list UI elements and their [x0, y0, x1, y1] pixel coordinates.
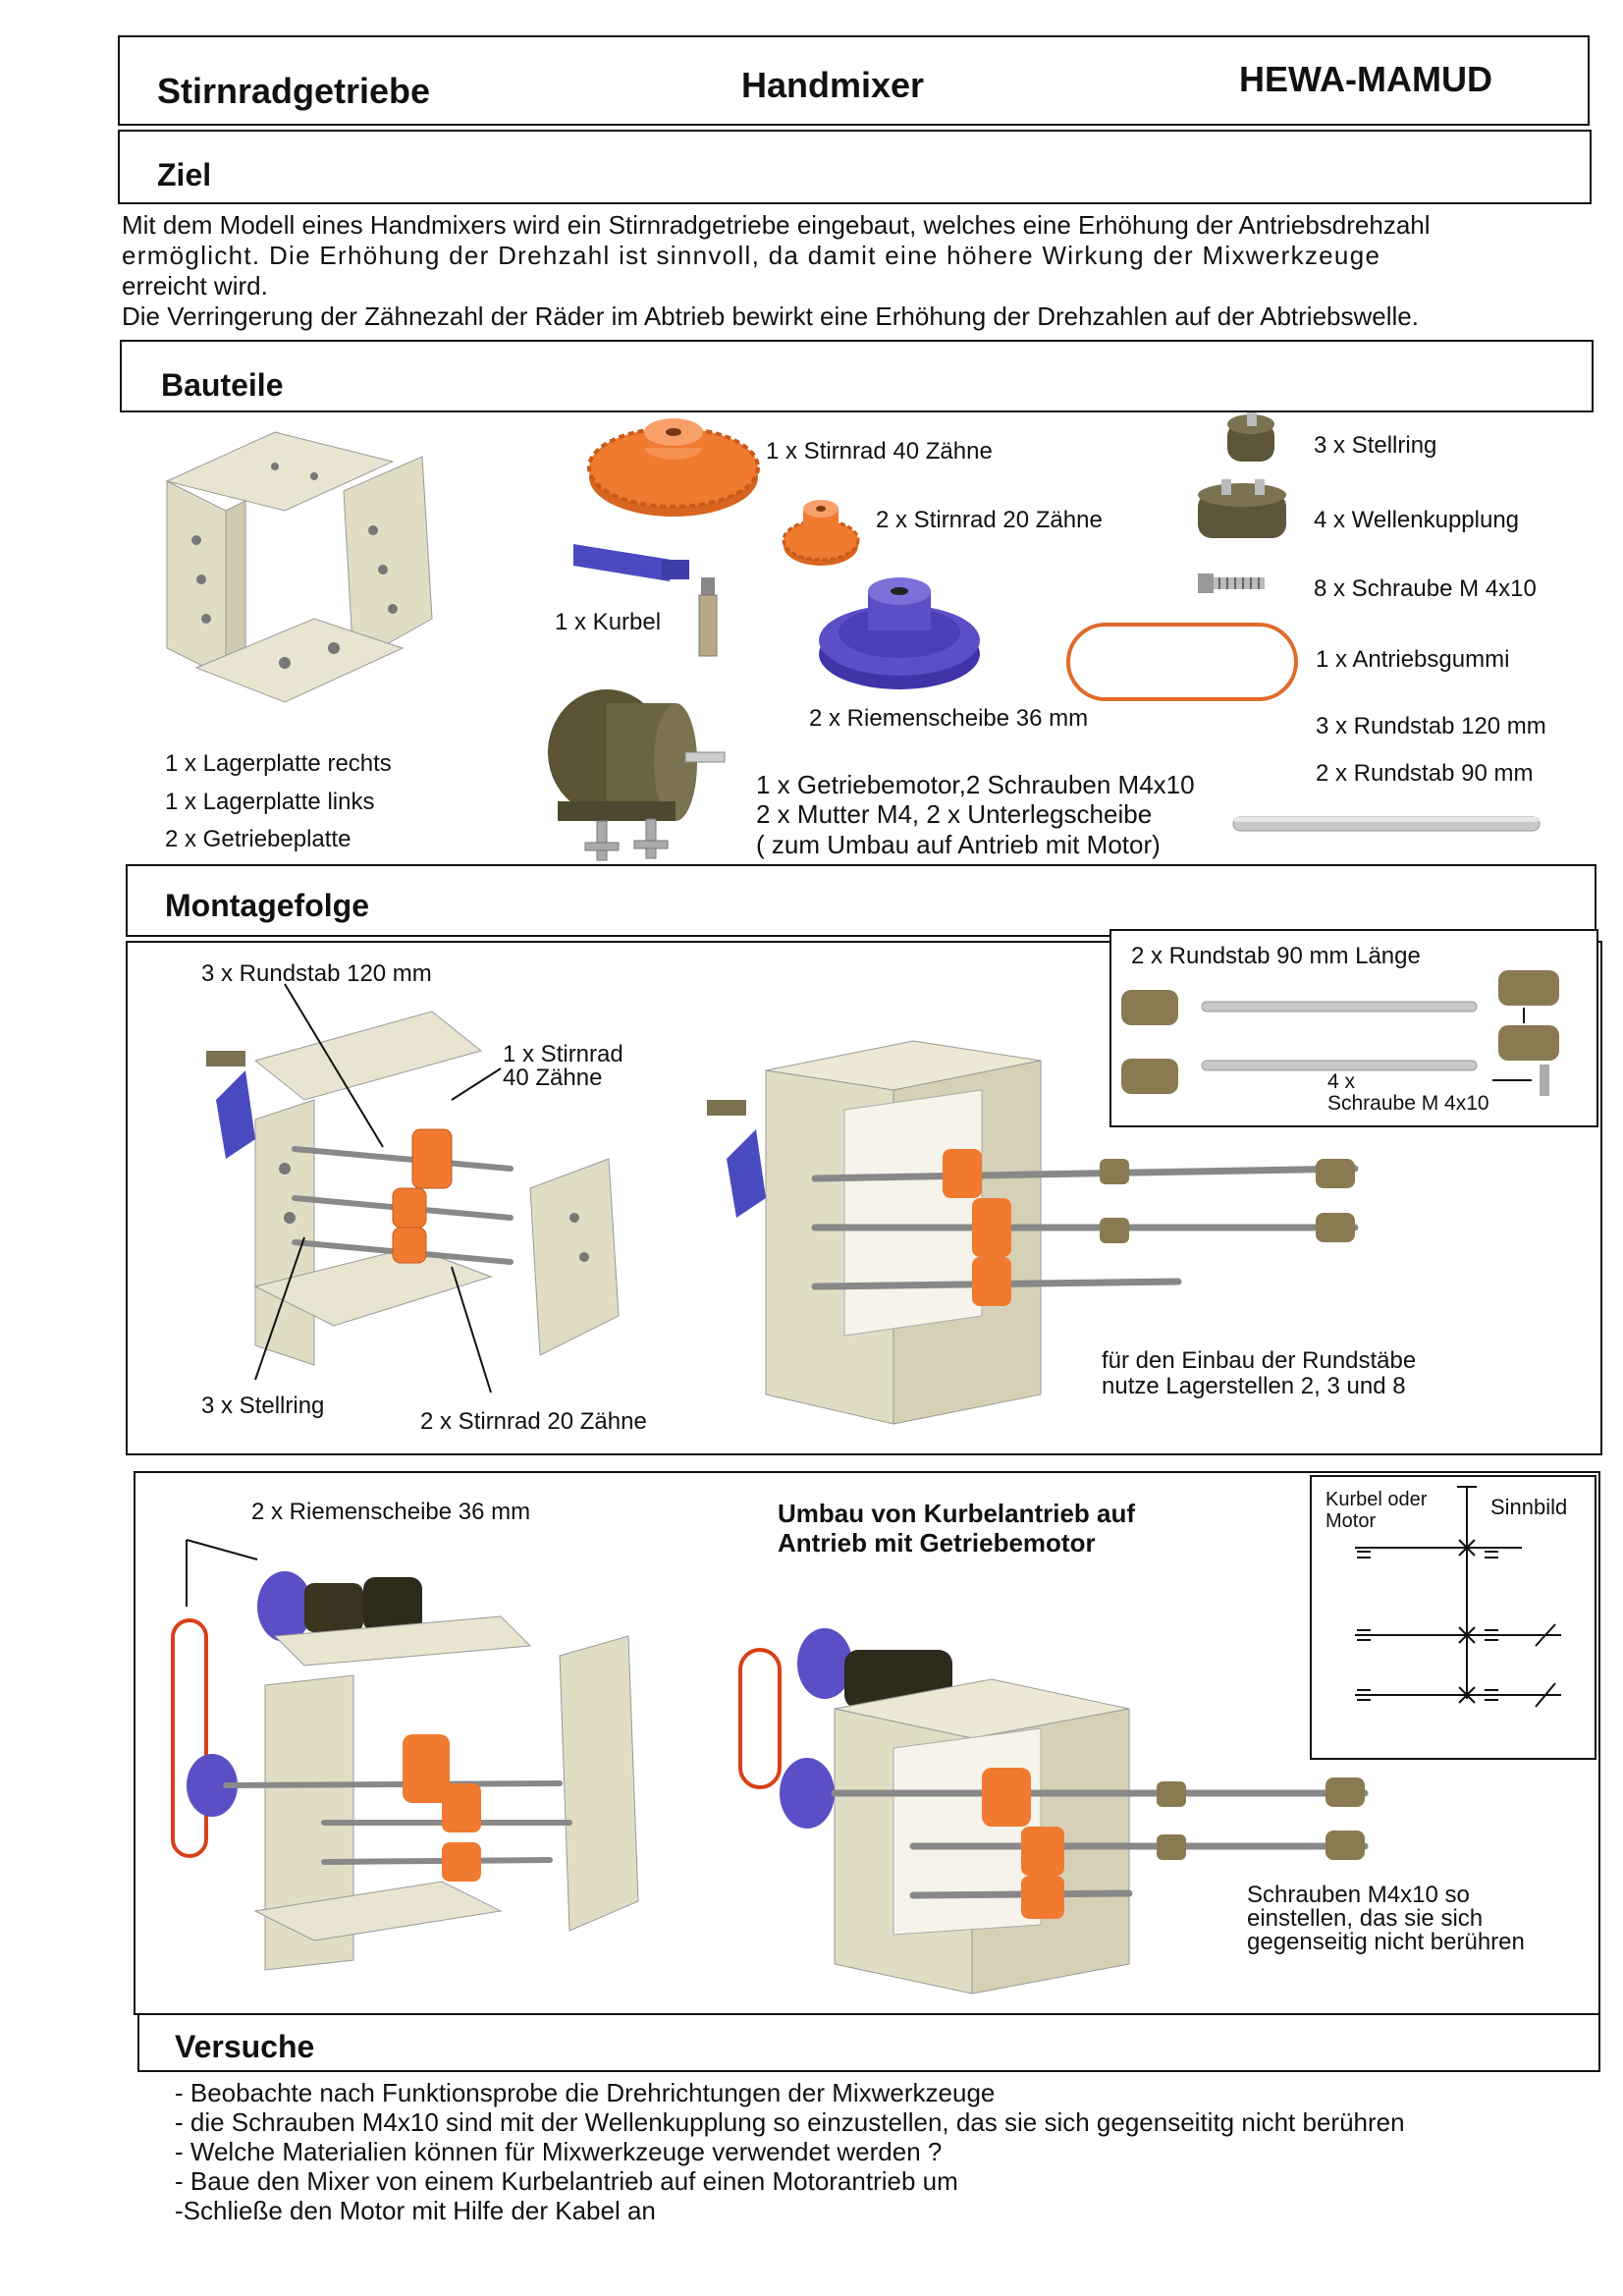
umbau-note-3: gegenseitig nicht berühren [1247, 1929, 1525, 1955]
versuche-list: - Beobachte nach Funktionsprobe die Dreh… [175, 2078, 1569, 2225]
antriebsgummi-illustration [1066, 623, 1298, 701]
plate-label-2: 1 x Lagerplatte links [165, 789, 375, 815]
stellring-illustration [1227, 412, 1274, 462]
motor-label-3: ( zum Umbau auf Antrieb mit Motor) [756, 830, 1161, 859]
bauteile-title-box [120, 340, 1594, 412]
rundstab-90-label: 2 x Rundstab 90 mm [1316, 760, 1534, 787]
rods90-label: 2 x Rundstab 90 mm Länge [1131, 943, 1421, 969]
versuche-item-2: - die Schrauben M4x10 sind mit der Welle… [175, 2107, 1405, 2137]
umbau-title-1: Umbau von Kurbelantrieb auf [778, 1499, 1136, 1528]
header-right-title: HEWA-MAMUD [1239, 59, 1492, 99]
versuche-title-box [137, 2013, 1600, 2072]
header-center-title: Handmixer [741, 65, 925, 105]
montage-title-box [126, 864, 1596, 937]
sinnbild-left-label-1: Kurbel oder [1325, 1489, 1428, 1510]
montage-exploded-view [206, 1011, 620, 1366]
header-box [118, 35, 1590, 126]
montage-stellring-label: 3 x Stellring [201, 1393, 325, 1419]
montage-leader-lines [254, 983, 502, 1394]
versuche-item-1: - Beobachte nach Funktionsprobe die Dreh… [175, 2078, 996, 2107]
umbau-note-1: Schrauben M4x10 so [1247, 1882, 1470, 1908]
umbau-pulley-label: 2 x Riemenscheibe 36 mm [251, 1499, 531, 1525]
ziel-line-2: ermöglicht. Die Erhöhung der Drehzahl is… [122, 241, 1381, 270]
montage-gear40-label-2: 40 Zähne [503, 1065, 603, 1091]
stirnrad-20-illustration [782, 500, 860, 566]
rundstab-120-label: 3 x Rundstab 120 mm [1316, 713, 1546, 739]
riemenscheibe-illustration [819, 577, 980, 689]
sinnbild-box [1310, 1475, 1596, 1760]
ziel-text: Mit dem Modell eines Handmixers wird ein… [122, 210, 1595, 332]
ziel-title: Ziel [157, 157, 212, 192]
sinnbild-right-label: Sinnbild [1490, 1495, 1568, 1519]
umbau-note-2: einstellen, das sie sich [1247, 1905, 1484, 1932]
gear20-label: 2 x Stirnrad 20 Zähne [876, 507, 1103, 533]
plate-label-1: 1 x Lagerplatte rechts [165, 750, 392, 777]
ziel-line-4: Die Verringerung der Zähnezahl der Räder… [122, 301, 1419, 331]
rods90-illustration [1121, 970, 1559, 1096]
gear40-label: 1 x Stirnrad 40 Zähne [766, 438, 993, 465]
getriebemotor-illustration [548, 689, 726, 861]
antriebsgummi-label: 1 x Antriebsgummi [1316, 646, 1510, 673]
ziel-line-3: erreicht wird. [122, 271, 268, 301]
header-left-title: Stirnradgetriebe [157, 71, 431, 111]
montage-rods120-label: 3 x Rundstab 120 mm [201, 960, 432, 987]
versuche-item-5: -Schließe den Motor mit Hilfe der Kabel … [175, 2196, 656, 2225]
kurbel-illustration [573, 544, 718, 657]
wellenkupplung-label: 4 x Wellenkupplung [1314, 507, 1520, 533]
ziel-title-box [118, 130, 1592, 204]
lagerstellen-note-2: nutze Lagerstellen 2, 3 und 8 [1102, 1373, 1406, 1399]
pulley-label: 2 x Riemenscheibe 36 mm [809, 705, 1089, 732]
kurbel-label: 1 x Kurbel [555, 609, 662, 635]
versuche-title: Versuche [175, 2029, 315, 2064]
screws-label-1: 4 x [1327, 1070, 1356, 1093]
montage-title: Montagefolge [165, 888, 369, 923]
sinnbild-diagram [1355, 1486, 1561, 1708]
umbau-assembled-view [738, 1628, 1369, 1995]
motor-label-2: 2 x Mutter M4, 2 x Unterlegscheibe [756, 799, 1153, 829]
bauteile-title: Bauteile [161, 367, 284, 403]
plate-label-3: 2 x Getriebeplatte [165, 826, 352, 852]
versuche-item-4: - Baue den Mixer von einem Kurbelantrieb… [175, 2166, 958, 2196]
schraube-illustration [1198, 574, 1265, 593]
versuche-item-3: - Welche Materialien können für Mixwerkz… [175, 2137, 943, 2166]
umbau-title-2: Antrieb mit Getriebemotor [778, 1528, 1096, 1558]
lagerstellen-note-1: für den Einbau der Rundstäbe [1102, 1347, 1417, 1374]
montage-gear20-label: 2 x Stirnrad 20 Zähne [420, 1408, 647, 1435]
motor-label-1: 1 x Getriebemotor,2 Schrauben M4x10 [756, 770, 1195, 799]
wellenkupplung-illustration [1198, 479, 1286, 538]
stellring-label: 3 x Stellring [1314, 432, 1437, 459]
montage-gear40-label-1: 1 x Stirnrad [503, 1041, 623, 1067]
screws-label-2: Schraube M 4x10 [1327, 1092, 1489, 1115]
lagerplatten-illustration [165, 431, 433, 703]
sinnbild-left-label-2: Motor [1325, 1510, 1377, 1532]
ziel-line-1: Mit dem Modell eines Handmixers wird ein… [122, 210, 1431, 240]
stirnrad-40-illustration [587, 418, 760, 517]
rundstab-illustration [1232, 816, 1541, 832]
umbau-exploded-view [171, 1539, 639, 1971]
montage-assembled-view [707, 1040, 1359, 1425]
schraube-label: 8 x Schraube M 4x10 [1314, 575, 1537, 602]
